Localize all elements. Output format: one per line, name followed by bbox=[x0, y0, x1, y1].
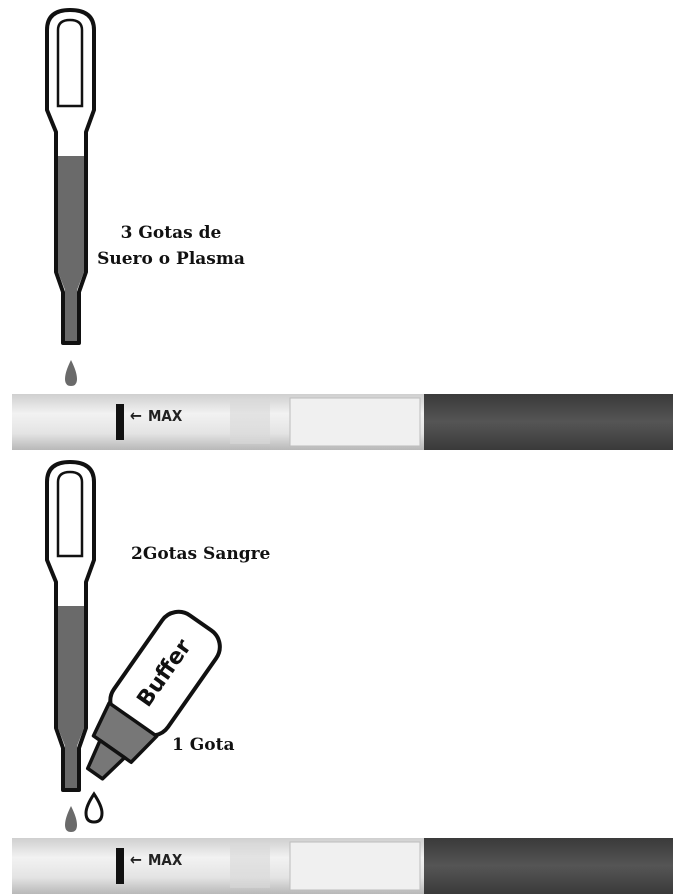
strip-bottom-max-bar bbox=[116, 848, 124, 884]
test-strip-bottom: ← MAX bbox=[12, 838, 673, 894]
buffer-drop bbox=[86, 794, 102, 822]
strip-top-shadow bbox=[230, 400, 270, 444]
pipette-bottom-drop bbox=[65, 806, 77, 832]
strip-top-arrow-icon: ← bbox=[130, 406, 142, 425]
strip-bottom-absorbent-pad bbox=[424, 838, 673, 894]
pipette-top bbox=[47, 10, 94, 386]
strip-bottom-shadow bbox=[230, 844, 270, 888]
strip-top-absorbent-pad bbox=[424, 394, 673, 450]
strip-bottom-window bbox=[290, 842, 420, 890]
pipette-top-drop bbox=[65, 360, 77, 386]
strip-top-max-bar bbox=[116, 404, 124, 440]
blood-drops-label: 2Gotas Sangre bbox=[131, 541, 270, 567]
test-strip-top: ← MAX bbox=[12, 394, 673, 450]
buffer-bottle: Buffer bbox=[68, 604, 228, 793]
pipette-bottom bbox=[47, 462, 94, 832]
buffer-drop-label: 1 Gota bbox=[172, 732, 234, 758]
strip-top-window bbox=[290, 398, 420, 446]
strip-bottom-arrow-icon: ← bbox=[130, 850, 142, 869]
serum-plasma-label: 3 Gotas de Suero o Plasma bbox=[96, 220, 246, 272]
serum-plasma-label-line1: 3 Gotas de bbox=[96, 220, 246, 246]
strip-top-max-label: MAX bbox=[148, 407, 183, 425]
serum-plasma-label-line2: Suero o Plasma bbox=[96, 246, 246, 272]
strip-bottom-max-label: MAX bbox=[148, 851, 183, 869]
